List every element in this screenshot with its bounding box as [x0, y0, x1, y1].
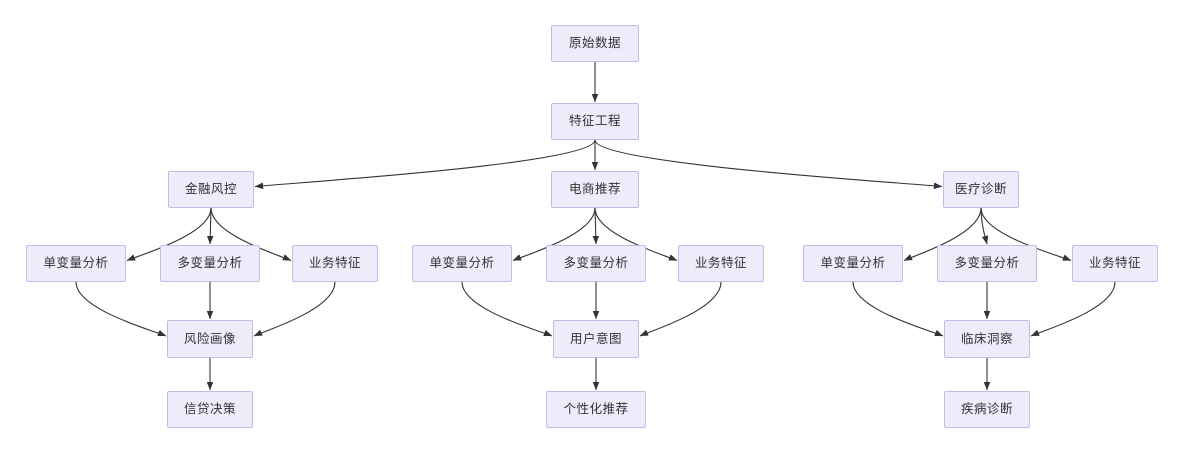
edge-md_biz-to-clinic [1030, 281, 1116, 337]
node-ec_uni[interactable]: 单变量分析 [412, 245, 512, 282]
edge-fin-to-fin_uni [126, 207, 212, 262]
node-label: 特征工程 [568, 114, 621, 129]
edge-med-to-md_biz [980, 207, 1072, 262]
node-intent[interactable]: 用户意图 [553, 320, 639, 358]
node-label: 单变量分析 [820, 256, 886, 271]
edge-paths [75, 62, 1116, 391]
edge-ecom-to-ec_multi [592, 207, 600, 245]
edge-med-to-md_uni [903, 207, 982, 262]
edge-fin-to-fin_multi [206, 207, 214, 245]
node-md_uni[interactable]: 单变量分析 [803, 245, 903, 282]
edge-ec_uni-to-intent [461, 281, 553, 337]
node-label: 业务特征 [694, 256, 747, 271]
node-fin_uni[interactable]: 单变量分析 [26, 245, 126, 282]
node-label: 个性化推荐 [563, 402, 629, 417]
node-md_multi[interactable]: 多变量分析 [937, 245, 1037, 282]
edge-feat-to-med [594, 139, 943, 190]
node-ecom[interactable]: 电商推荐 [551, 171, 639, 208]
node-raw[interactable]: 原始数据 [551, 25, 639, 62]
node-label: 医疗诊断 [954, 182, 1007, 197]
node-label: 信贷决策 [183, 402, 236, 417]
node-label: 单变量分析 [429, 256, 495, 271]
node-med[interactable]: 医疗诊断 [943, 171, 1019, 208]
node-risk[interactable]: 风险画像 [167, 320, 253, 358]
node-label: 用户意图 [569, 331, 622, 346]
node-label: 业务特征 [1088, 256, 1141, 271]
node-label: 原始数据 [568, 36, 621, 51]
node-ec_biz[interactable]: 业务特征 [678, 245, 764, 282]
node-label: 疾病诊断 [960, 402, 1013, 417]
edge-ecom-to-ec_uni [512, 207, 596, 262]
node-ec_multi[interactable]: 多变量分析 [546, 245, 646, 282]
node-fin_multi[interactable]: 多变量分析 [160, 245, 260, 282]
node-fin[interactable]: 金融风控 [168, 171, 254, 208]
edge-ec_biz-to-intent [639, 281, 722, 337]
node-fin_biz[interactable]: 业务特征 [292, 245, 378, 282]
node-label: 业务特征 [308, 256, 361, 271]
node-label: 风险画像 [183, 331, 236, 346]
node-label: 多变量分析 [954, 256, 1020, 271]
edge-fin_uni-to-risk [75, 281, 167, 337]
node-feat[interactable]: 特征工程 [551, 103, 639, 140]
edge-feat-to-fin [254, 139, 596, 190]
edge-fin-to-fin_biz [210, 207, 292, 262]
node-reco[interactable]: 个性化推荐 [546, 391, 646, 428]
edge-md_uni-to-clinic [852, 281, 944, 337]
node-credit[interactable]: 信贷决策 [167, 391, 253, 428]
node-label: 金融风控 [184, 182, 237, 197]
node-label: 单变量分析 [43, 256, 109, 271]
node-label: 临床洞察 [960, 331, 1013, 346]
node-clinic[interactable]: 临床洞察 [944, 320, 1030, 358]
node-label: 多变量分析 [177, 256, 243, 271]
node-label: 多变量分析 [563, 256, 629, 271]
node-disease[interactable]: 疾病诊断 [944, 391, 1030, 428]
node-md_biz[interactable]: 业务特征 [1072, 245, 1158, 282]
edge-fin_biz-to-risk [253, 281, 336, 337]
edge-ecom-to-ec_biz [594, 207, 678, 262]
node-label: 电商推荐 [568, 182, 621, 197]
